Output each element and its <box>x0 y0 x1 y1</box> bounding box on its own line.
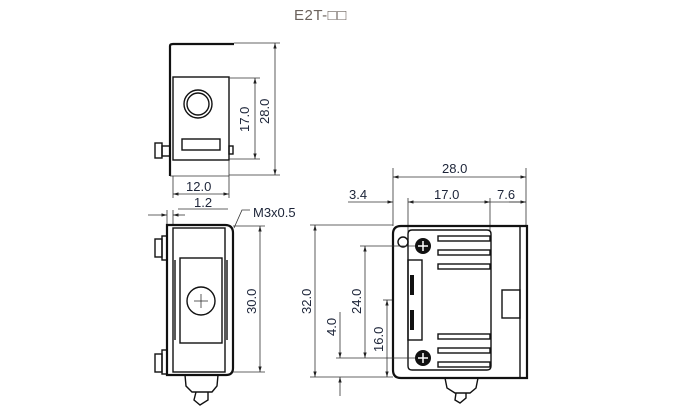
dim-front-30: 30.0 <box>244 289 259 314</box>
nut-icon <box>154 142 163 159</box>
indicator-slot <box>181 138 221 151</box>
thread-label: M3x0.5 <box>253 205 296 220</box>
dim-side-28: 28.0 <box>442 161 467 176</box>
dim-front-1.2: 1.2 <box>194 195 212 210</box>
cooling-fins <box>437 235 491 368</box>
side-view: 28.0 3.4 17.0 7.6 <box>299 161 529 404</box>
nut-icon <box>154 353 163 373</box>
nut-icon <box>154 238 163 258</box>
dim-side-24: 24.0 <box>349 289 364 314</box>
screw-icon <box>415 238 431 254</box>
dim-side-7.6: 7.6 <box>497 187 515 202</box>
indicator-window <box>501 289 521 319</box>
dim-top-17: 17.0 <box>237 107 252 132</box>
dim-side-16: 16.0 <box>371 327 386 352</box>
front-view: 1.2 M3x0.5 30.0 <box>148 195 296 406</box>
sensor-housing <box>391 224 529 380</box>
lens-outer <box>183 89 213 119</box>
top-view: 17.0 28.0 12.0 <box>154 42 280 198</box>
drawing-title: E2T-□□ <box>294 7 347 24</box>
sensor-window <box>179 257 223 344</box>
screw-icon <box>186 286 216 316</box>
connector <box>444 377 479 394</box>
bracket-front <box>165 223 235 377</box>
connector <box>184 374 219 393</box>
lens-inner <box>186 92 210 116</box>
dim-side-17: 17.0 <box>434 187 459 202</box>
screw-icon <box>415 350 431 366</box>
dim-side-4: 4.0 <box>324 318 339 336</box>
sensor-body <box>172 76 230 161</box>
dim-top-28: 28.0 <box>257 99 272 124</box>
dim-top-12: 12.0 <box>186 179 211 194</box>
dim-side-3.4: 3.4 <box>349 187 367 202</box>
bracket-outline <box>168 42 234 176</box>
dim-side-32: 32.0 <box>299 289 314 314</box>
